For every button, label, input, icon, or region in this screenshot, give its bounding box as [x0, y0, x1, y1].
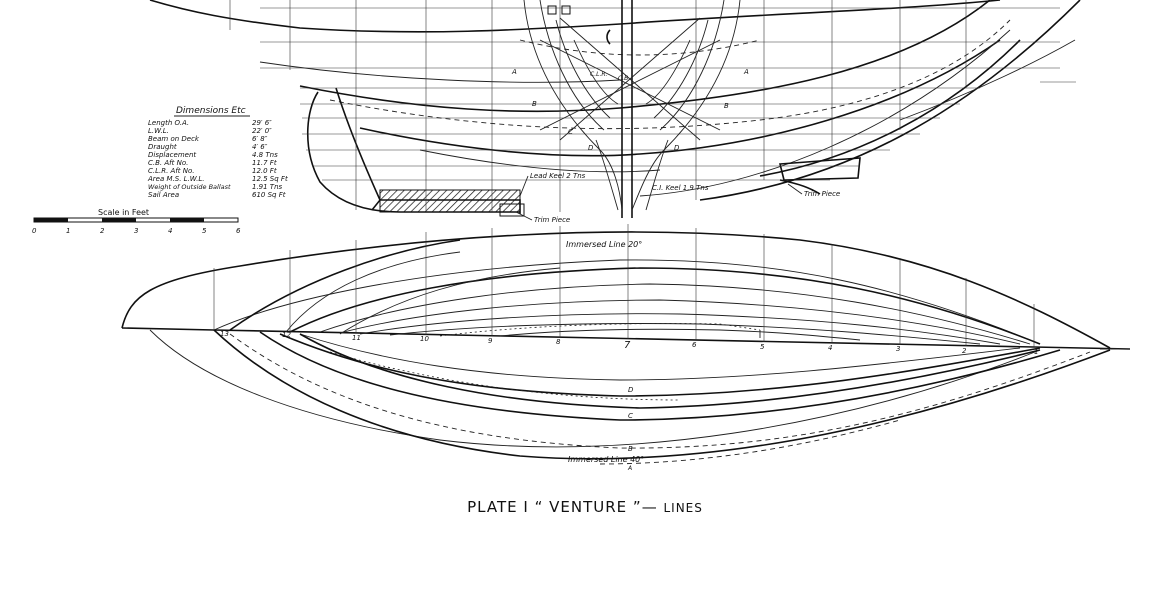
dim-value: 6′ 8″ — [252, 135, 268, 143]
plate-number: PLATE I — [467, 498, 529, 516]
dimensions-table: Dimensions Etc Length O.A. 29′ 6″ L.W.L.… — [147, 106, 288, 199]
dim-label: Beam on Deck — [148, 135, 200, 143]
dim-value: 29′ 6″ — [252, 119, 272, 127]
diagonal-letter-c: C — [628, 412, 633, 420]
clr-mark: C.L.R. — [590, 71, 608, 78]
station-number: 1 — [1034, 348, 1038, 356]
plate-title: “ VENTURE ” — [534, 498, 642, 516]
dim-value: 12.0 Ft — [252, 167, 277, 175]
scale-bar: Scale in Feet 0 1 2 3 4 5 6 — [32, 208, 241, 235]
dim-label: C.L.R. Aft No. — [148, 167, 195, 175]
body-plan-sections — [523, 0, 741, 218]
dim-value: 4.8 Tns — [252, 151, 278, 159]
dim-label: Draught — [148, 143, 177, 151]
dim-label: Weight of Outside Ballast — [148, 183, 231, 191]
dimensions-heading: Dimensions Etc — [176, 106, 246, 116]
scale-tick-label: 4 — [168, 227, 172, 235]
scale-tick-label: 2 — [100, 227, 105, 235]
plate-caption: PLATE I “ VENTURE ”— LINES — [0, 498, 1170, 516]
cb-mark: C.B. — [618, 75, 630, 82]
scale-bar-label: Scale in Feet — [98, 208, 149, 217]
diagonal-letter-a: A — [627, 465, 632, 472]
station-number: 5 — [760, 343, 765, 351]
dim-label: Length O.A. — [148, 119, 189, 127]
caption-dash: — — [641, 498, 658, 516]
scale-tick-label: 5 — [202, 227, 207, 235]
trim-piece-label-left: Trim Piece — [534, 216, 570, 224]
dim-label: Displacement — [148, 151, 196, 159]
dim-value: 12.5 Sq Ft — [252, 175, 288, 183]
station-number: 10 — [420, 335, 429, 343]
section-letter-b-right: B — [724, 102, 729, 110]
scale-tick-label: 1 — [66, 227, 70, 235]
plan-stations — [213, 224, 1035, 347]
station-number: 11 — [352, 334, 361, 342]
section-letter-c: C — [568, 128, 573, 136]
dim-label: L.W.L. — [148, 127, 169, 135]
dim-value: 610 Sq Ft — [252, 191, 286, 199]
profile-waterlines — [260, 7, 1060, 181]
profile-stations — [229, 0, 967, 212]
section-letter-a-right: A — [743, 68, 749, 76]
scale-tick-label: 6 — [236, 227, 241, 235]
scale-tick-label: 0 — [32, 227, 37, 235]
station-number: 9 — [488, 337, 493, 345]
station-number: 4 — [828, 344, 832, 352]
trim-piece-label-right: Trim Piece — [804, 190, 840, 198]
station-number: 13 — [220, 330, 229, 338]
immersed-line-top-label: Immersed Line 20° — [566, 240, 642, 249]
section-letter-d-left: D — [588, 144, 594, 152]
diagonal-letter-b: B — [628, 445, 633, 453]
station-number: 12 — [282, 331, 291, 339]
dim-label: C.B. Aft No. — [148, 159, 188, 167]
station-number: 2 — [962, 347, 967, 355]
dim-value: 4′ 6″ — [252, 143, 268, 151]
diagonal-letter-d: D — [628, 386, 634, 394]
dim-value: 11.7 Ft — [252, 159, 277, 167]
station-number: 7 — [624, 340, 631, 351]
scale-tick-label: 3 — [134, 227, 138, 235]
dim-value: 22′ 0″ — [252, 127, 272, 135]
half-breadth-plan: 13 12 11 10 9 8 7 6 5 4 3 2 1 D C B A Im… — [121, 224, 1131, 472]
station-number: 8 — [556, 338, 561, 346]
immersed-line-bottom-label: Immersed Line 40° — [568, 455, 644, 464]
station-number: 3 — [896, 345, 900, 353]
section-letter-b-left: B — [532, 100, 537, 108]
lead-keel-label: Lead Keel 2 Tns — [530, 172, 586, 180]
section-letter-d-right: D — [674, 144, 680, 152]
plate-subtitle: LINES — [663, 501, 703, 515]
dim-value: 1.91 Tns — [252, 183, 283, 191]
station-number: 6 — [692, 341, 697, 349]
sheer-profile-plan: Lead Keel 2 Tns Trim Piece C.I. Keel 1.9… — [149, 0, 1081, 224]
cast-iron-keel-label: C.I. Keel 1.9 Tns — [652, 184, 709, 192]
section-letter-a-left: A — [511, 68, 517, 76]
dim-label: Sail Area — [148, 191, 179, 199]
dim-label: Area M.S. L.W.L. — [147, 175, 204, 183]
